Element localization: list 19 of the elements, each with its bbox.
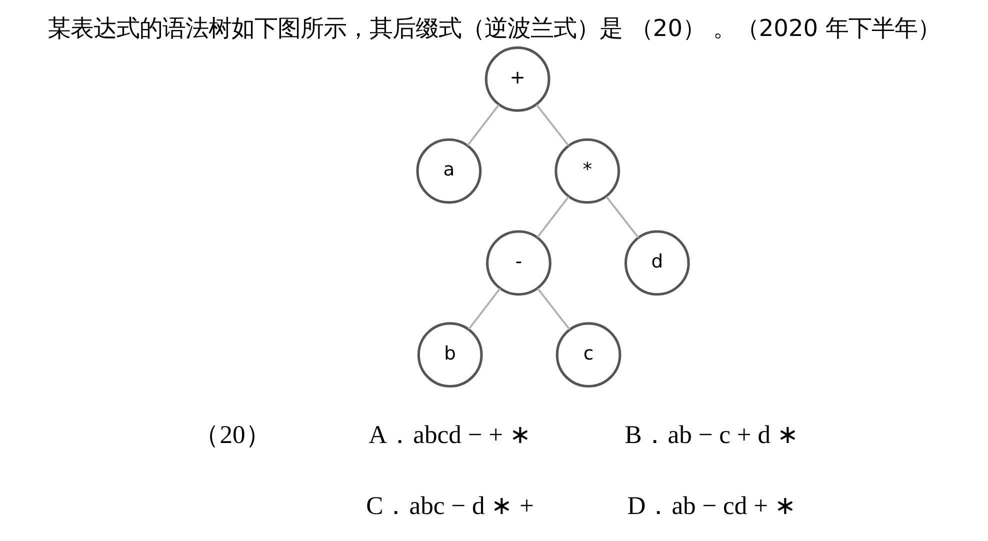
label: C．abc − d ∗ + bbox=[366, 490, 534, 520]
label: D．ab − cd + ∗ bbox=[627, 490, 796, 520]
connector bbox=[468, 288, 501, 330]
node-circle: + bbox=[484, 46, 550, 112]
label: （20） bbox=[194, 420, 272, 449]
diagram-title: 某表达式的语法树如下图所示，其后缀式（逆波兰式）是 （20） 。（2020 年下半年） bbox=[48, 15, 940, 42]
connector bbox=[466, 104, 500, 146]
node-circle: d bbox=[624, 230, 690, 296]
connector bbox=[536, 104, 570, 146]
node-circle: c bbox=[556, 322, 622, 388]
label: A．abcd − + ∗ bbox=[368, 420, 532, 449]
connector bbox=[537, 288, 570, 330]
connector bbox=[606, 196, 640, 238]
node-circle: * bbox=[554, 138, 620, 204]
connector bbox=[536, 196, 570, 238]
node-circle: a bbox=[416, 138, 482, 204]
label: B．ab − c + d ∗ bbox=[624, 420, 799, 449]
node-circle: b bbox=[417, 322, 483, 388]
node-circle: - bbox=[486, 230, 552, 296]
